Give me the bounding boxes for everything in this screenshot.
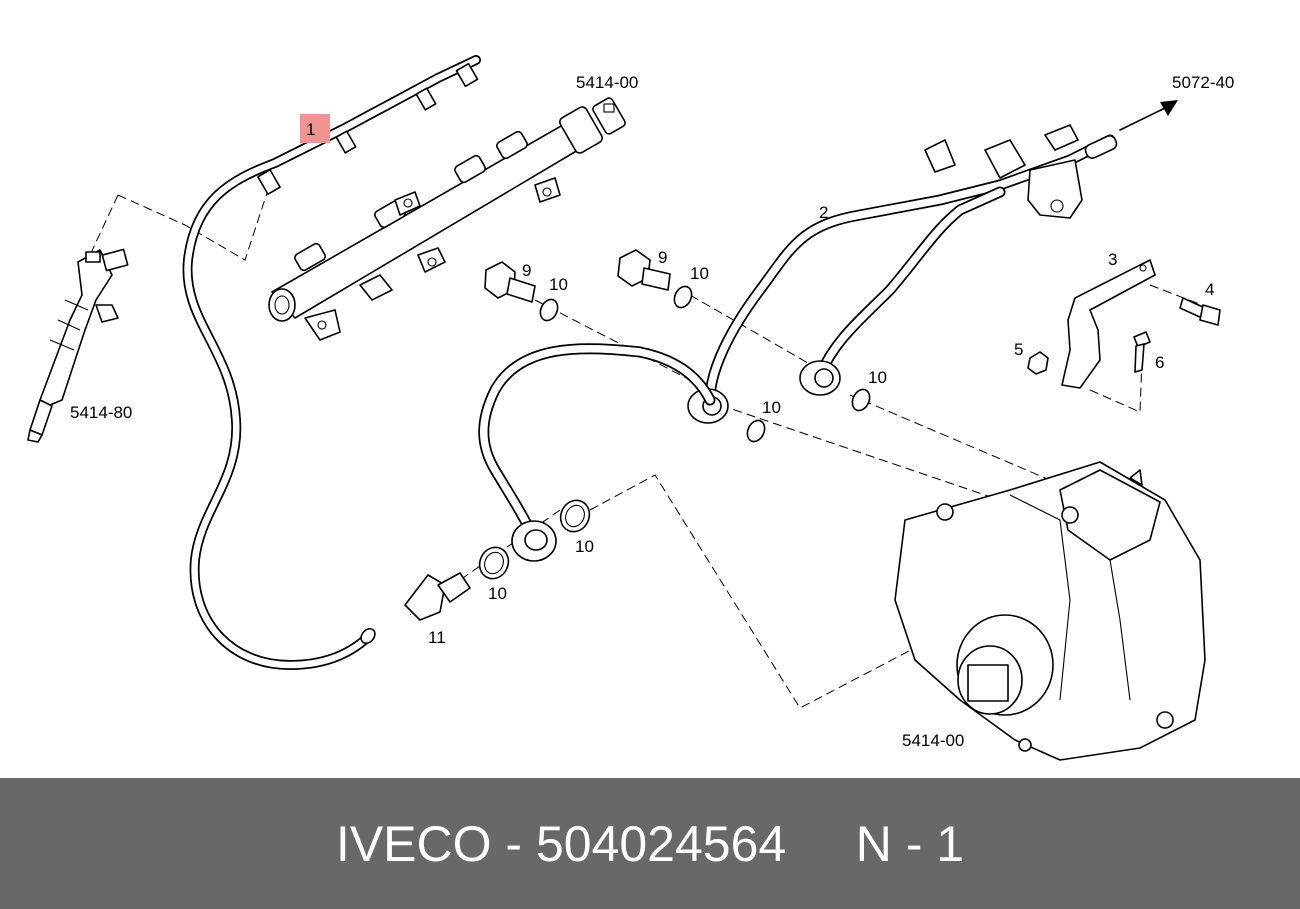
banjo-bolt-9a xyxy=(484,261,536,303)
spacer xyxy=(786,815,855,873)
return-pipe xyxy=(478,343,716,562)
part-number: 504024564 xyxy=(535,815,787,872)
bolt-part-4 xyxy=(1179,297,1221,326)
high-pressure-pump xyxy=(894,461,1206,761)
callout-1[interactable]: 1 xyxy=(306,120,315,139)
position-number: 1 xyxy=(936,815,965,872)
callout-6[interactable]: 6 xyxy=(1155,353,1164,372)
callout-10b[interactable]: 10 xyxy=(690,264,709,283)
bolt-part-6 xyxy=(1133,331,1151,373)
separator: - xyxy=(491,815,536,872)
injector-pipe-part-1[interactable] xyxy=(182,55,481,670)
part-number-banner: IVECO - 504024564 N - 1 xyxy=(0,778,1300,909)
callout-9b[interactable]: 9 xyxy=(658,248,667,267)
callout-10a[interactable]: 10 xyxy=(549,275,568,294)
ref-outlet: 5072-40 xyxy=(1172,73,1234,92)
callouts: 1 2 3 4 5 6 9 9 10 10 10 10 10 10 11 541… xyxy=(70,73,1234,750)
bracket-part-3 xyxy=(1061,259,1156,389)
callout-10f[interactable]: 10 xyxy=(488,584,507,603)
injector xyxy=(27,248,129,443)
position-prefix: N - xyxy=(855,815,937,872)
brand-label: IVECO xyxy=(335,815,492,872)
pipe-part-2 xyxy=(687,100,1178,424)
banjo-bolt-9b xyxy=(617,249,671,291)
nut-part-5 xyxy=(1027,351,1049,375)
callout-9a[interactable]: 9 xyxy=(522,261,531,280)
highlight-part-1 xyxy=(300,114,330,143)
ref-injector: 5414-80 xyxy=(70,403,132,422)
ref-pump: 5414-00 xyxy=(902,731,964,750)
callout-2[interactable]: 2 xyxy=(819,203,828,222)
callout-10e[interactable]: 10 xyxy=(575,537,594,556)
callout-3[interactable]: 3 xyxy=(1108,250,1117,269)
ref-rail: 5414-00 xyxy=(576,73,638,92)
callout-10d[interactable]: 10 xyxy=(762,398,781,417)
seal-rings xyxy=(478,285,871,580)
callout-11[interactable]: 11 xyxy=(428,628,446,647)
callout-10c[interactable]: 10 xyxy=(868,368,887,387)
parts-diagram: 1 2 3 4 5 6 9 9 10 10 10 10 10 10 11 541… xyxy=(27,55,1234,761)
callout-5[interactable]: 5 xyxy=(1014,340,1023,359)
fitting-part-11 xyxy=(404,572,471,621)
callout-4[interactable]: 4 xyxy=(1205,280,1214,299)
common-rail xyxy=(268,97,626,341)
